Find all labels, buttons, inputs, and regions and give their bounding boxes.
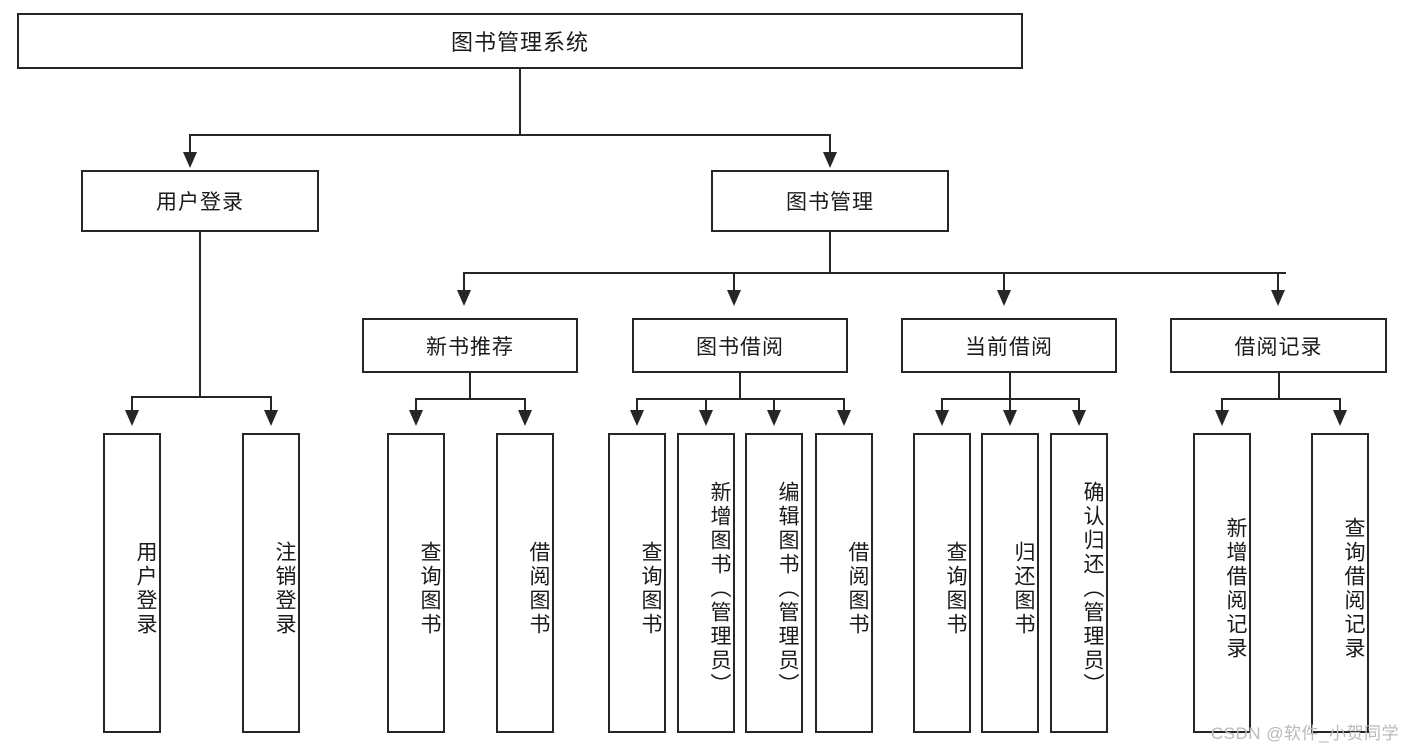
arrow-to-new-book-leaf-1 (409, 410, 423, 426)
connector-book-management-bus (463, 272, 1286, 274)
arrow-to-current-borrow-leaf-1 (935, 410, 949, 426)
connector-to-current-borrow (1003, 272, 1005, 294)
connector-to-borrow-record (1277, 272, 1279, 294)
arrow-to-book-borrow-leaf-2 (699, 410, 713, 426)
connector-user-login-leaf-2 (270, 396, 272, 414)
node-root-book-management-system[interactable]: 图书管理系统 (17, 13, 1023, 69)
connector-current-borrow-leaf-3 (1078, 398, 1080, 414)
connector-user-login-stem (199, 232, 201, 398)
arrow-to-borrow-record-leaf-2 (1333, 410, 1347, 426)
node-new-book-recommend[interactable]: 新书推荐 (362, 318, 578, 373)
connector-to-new-book (463, 272, 465, 294)
connector-book-borrow-leaf-3 (773, 398, 775, 414)
arrow-to-current-borrow-leaf-3 (1072, 410, 1086, 426)
arrow-to-user-login-leaf-1 (125, 410, 139, 426)
connector-book-borrow-leaf-4 (843, 398, 845, 414)
connector-new-book-bus (415, 398, 525, 400)
node-book-management[interactable]: 图书管理 (711, 170, 949, 232)
connector-book-borrow-leaf-2 (705, 398, 707, 414)
arrow-to-book-borrow (727, 290, 741, 306)
arrow-to-book-borrow-leaf-4 (837, 410, 851, 426)
connector-root-to-book-management (829, 134, 831, 156)
connector-current-borrow-leaf-1 (941, 398, 943, 414)
connector-borrow-record-leaf-2 (1339, 398, 1341, 414)
node-current-borrow[interactable]: 当前借阅 (901, 318, 1117, 373)
connector-borrow-record-leaf-1 (1221, 398, 1223, 414)
connector-root-bus (189, 134, 831, 136)
leaf-user-login-login[interactable]: 用户登录 (103, 433, 161, 733)
node-borrow-record[interactable]: 借阅记录 (1170, 318, 1387, 373)
arrow-to-book-borrow-leaf-3 (767, 410, 781, 426)
connector-new-book-leaf-2 (524, 398, 526, 414)
leaf-book-borrow-borrow-books[interactable]: 借阅图书 (815, 433, 873, 733)
arrow-to-borrow-record-leaf-1 (1215, 410, 1229, 426)
connector-to-book-borrow (733, 272, 735, 294)
leaf-book-borrow-edit-book-admin[interactable]: 编辑图书（管理员） (745, 433, 803, 733)
csdn-watermark: CSDN @软件_小贺同学 (1210, 724, 1399, 743)
leaf-book-borrow-query-books[interactable]: 查询图书 (608, 433, 666, 733)
arrow-to-new-book-leaf-2 (518, 410, 532, 426)
arrow-to-book-management (823, 152, 837, 168)
leaf-user-login-logout[interactable]: 注销登录 (242, 433, 300, 733)
arrow-to-book-borrow-leaf-1 (630, 410, 644, 426)
arrow-to-current-borrow (997, 290, 1011, 306)
connector-new-book-leaf-1 (415, 398, 417, 414)
arrow-to-borrow-record (1271, 290, 1285, 306)
connector-current-borrow-leaf-2 (1009, 398, 1011, 414)
connector-book-management-stem (829, 232, 831, 274)
connector-new-book-stem (469, 373, 471, 400)
arrow-to-user-login-leaf-2 (264, 410, 278, 426)
leaf-borrow-record-query-record[interactable]: 查询借阅记录 (1311, 433, 1369, 733)
connector-root-to-user-login (189, 134, 191, 156)
connector-current-borrow-stem (1009, 373, 1011, 400)
connector-user-login-leaf-1 (131, 396, 133, 414)
leaf-book-borrow-add-book-admin[interactable]: 新增图书（管理员） (677, 433, 735, 733)
connector-book-borrow-stem (739, 373, 741, 400)
node-book-borrow[interactable]: 图书借阅 (632, 318, 848, 373)
connector-borrow-record-bus (1221, 398, 1340, 400)
arrow-to-new-book-recommend (457, 290, 471, 306)
leaf-new-book-query-books[interactable]: 查询图书 (387, 433, 445, 733)
connector-root-stem (519, 69, 521, 135)
connector-book-borrow-leaf-1 (636, 398, 638, 414)
connector-borrow-record-stem (1278, 373, 1280, 400)
leaf-new-book-borrow-books[interactable]: 借阅图书 (496, 433, 554, 733)
connector-book-borrow-bus (636, 398, 844, 400)
connector-user-login-bus (131, 396, 271, 398)
leaf-current-borrow-query-books[interactable]: 查询图书 (913, 433, 971, 733)
arrow-to-user-login (183, 152, 197, 168)
node-user-login[interactable]: 用户登录 (81, 170, 319, 232)
leaf-borrow-record-add-record[interactable]: 新增借阅记录 (1193, 433, 1251, 733)
leaf-current-borrow-confirm-return-admin[interactable]: 确认归还（管理员） (1050, 433, 1108, 733)
arrow-to-current-borrow-leaf-2 (1003, 410, 1017, 426)
leaf-current-borrow-return-books[interactable]: 归还图书 (981, 433, 1039, 733)
